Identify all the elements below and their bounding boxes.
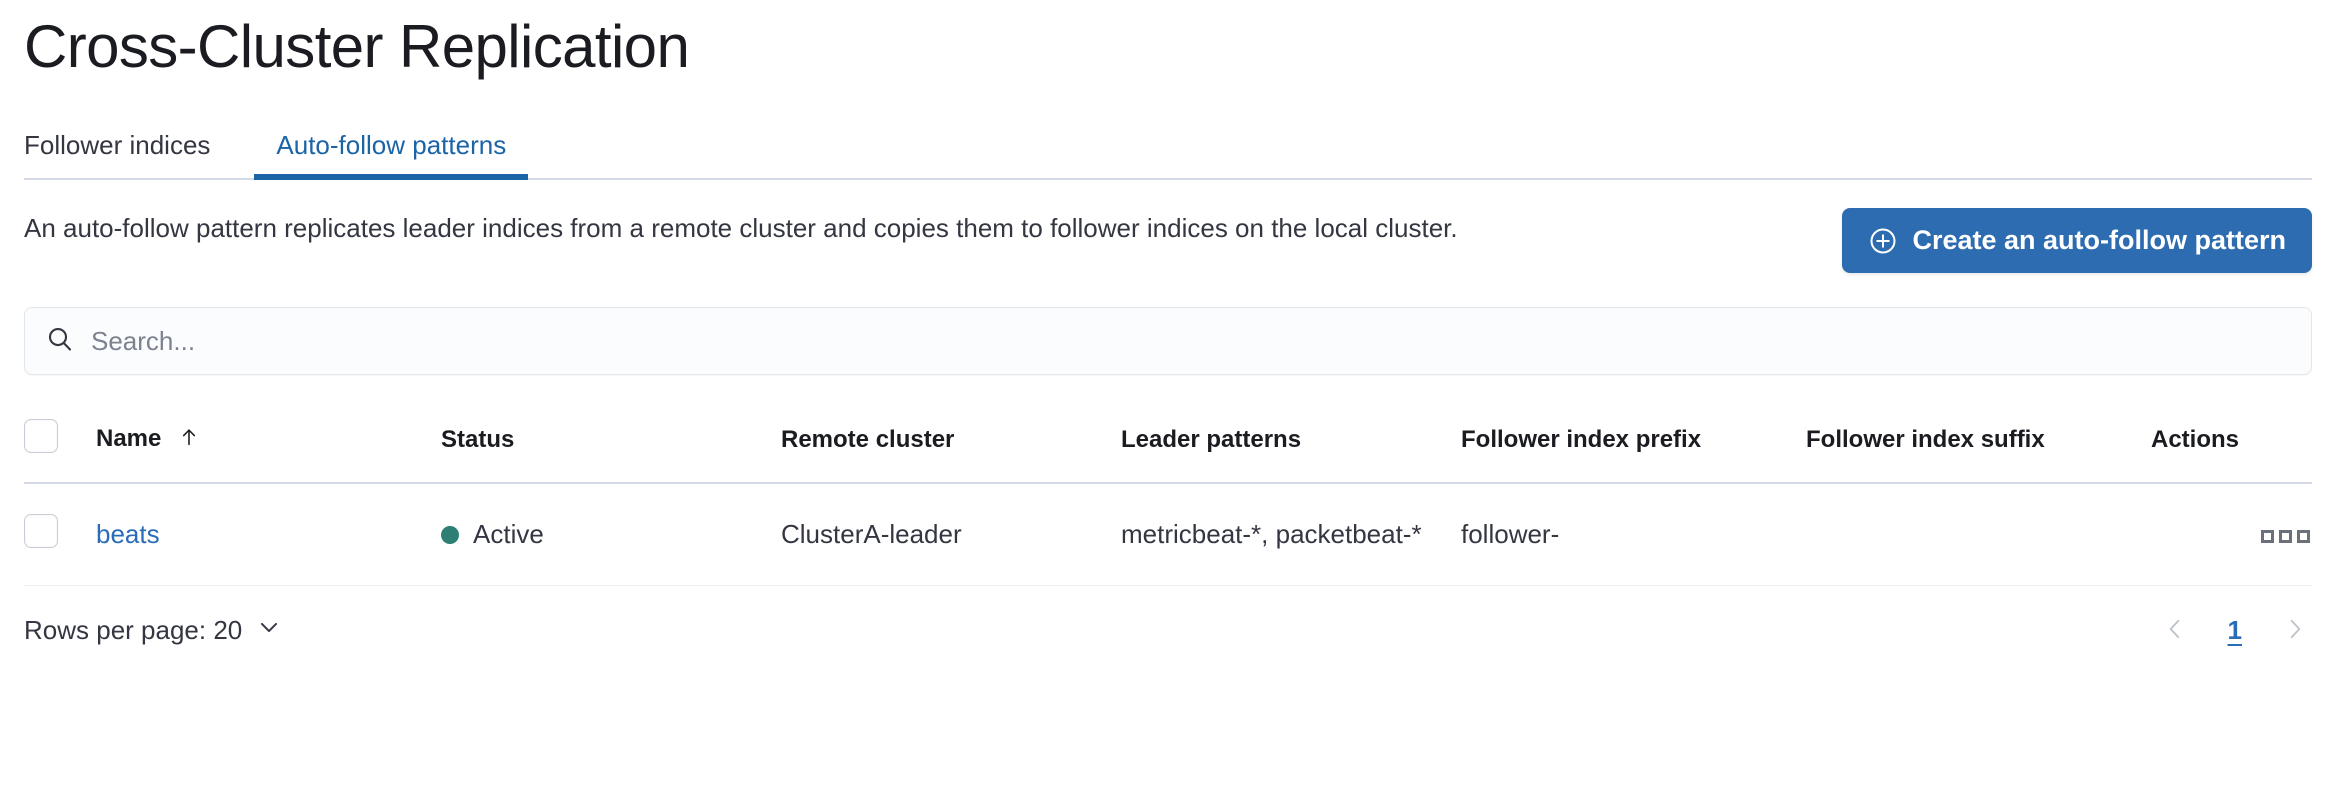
tab-auto-follow-patterns-label: Auto-follow patterns bbox=[276, 130, 507, 160]
cell-actions bbox=[2151, 483, 2312, 586]
select-all-checkbox[interactable] bbox=[24, 419, 58, 453]
row-select-cell bbox=[24, 483, 96, 586]
cell-follower-index-suffix bbox=[1806, 483, 2151, 586]
table-row: beats Active ClusterA-leader metricbeat-… bbox=[24, 483, 2312, 586]
status-label: Active bbox=[473, 519, 544, 549]
more-actions-icon[interactable] bbox=[2259, 518, 2312, 552]
tab-bar: Follower indices Auto-follow patterns bbox=[24, 114, 2312, 180]
page-title: Cross-Cluster Replication bbox=[24, 13, 690, 80]
search-icon bbox=[45, 324, 75, 359]
search-bar[interactable] bbox=[24, 307, 2312, 375]
row-select-checkbox[interactable] bbox=[24, 514, 58, 548]
chevron-right-icon bbox=[2282, 616, 2308, 645]
tab-follower-indices-label: Follower indices bbox=[24, 130, 211, 160]
table-footer: Rows per page: 20 1 bbox=[24, 610, 2312, 651]
cell-status: Active bbox=[441, 483, 781, 586]
rows-per-page-selector[interactable]: Rows per page: 20 bbox=[24, 610, 282, 651]
table-body: beats Active ClusterA-leader metricbeat-… bbox=[24, 483, 2312, 586]
status-badge: Active bbox=[441, 519, 781, 550]
table-header: Name Status Remote cluster Leader patter… bbox=[24, 403, 2312, 484]
column-header-follower-index-prefix[interactable]: Follower index prefix bbox=[1461, 403, 1806, 484]
chevron-left-icon bbox=[2162, 616, 2188, 645]
cell-follower-index-prefix: follower- bbox=[1461, 483, 1806, 586]
tab-follower-indices[interactable]: Follower indices bbox=[24, 132, 232, 178]
column-header-follower-index-suffix[interactable]: Follower index suffix bbox=[1806, 403, 2151, 484]
column-header-remote-cluster[interactable]: Remote cluster bbox=[781, 403, 1121, 484]
cell-name: beats bbox=[96, 483, 441, 586]
intro-description: An auto-follow pattern replicates leader… bbox=[24, 213, 1458, 243]
tab-auto-follow-patterns[interactable]: Auto-follow patterns bbox=[254, 130, 529, 180]
column-header-name-label: Name bbox=[96, 424, 162, 452]
column-header-status[interactable]: Status bbox=[441, 403, 781, 484]
search-input[interactable] bbox=[91, 308, 2291, 374]
intro-section: An auto-follow pattern replicates leader… bbox=[24, 208, 2312, 273]
pagination-page-1[interactable]: 1 bbox=[2222, 613, 2248, 648]
create-auto-follow-pattern-button[interactable]: Create an auto-follow pattern bbox=[1842, 208, 2312, 273]
chevron-down-icon bbox=[256, 614, 282, 647]
plus-in-circle-icon bbox=[1868, 226, 1898, 256]
pagination-previous-button[interactable] bbox=[2158, 612, 2192, 649]
arrow-up-icon bbox=[178, 426, 200, 455]
pagination-next-button[interactable] bbox=[2278, 612, 2312, 649]
select-all-header bbox=[24, 403, 96, 484]
rows-per-page-label: Rows per page: 20 bbox=[24, 615, 243, 645]
status-dot-icon bbox=[441, 525, 459, 544]
table-header-row: Name Status Remote cluster Leader patter… bbox=[24, 403, 2312, 484]
create-button-label: Create an auto-follow pattern bbox=[1912, 225, 2286, 255]
column-header-name[interactable]: Name bbox=[96, 403, 441, 484]
column-header-actions: Actions bbox=[2151, 403, 2312, 484]
pagination: 1 bbox=[2158, 612, 2312, 649]
auto-follow-pattern-link[interactable]: beats bbox=[96, 519, 160, 549]
auto-follow-patterns-table: Name Status Remote cluster Leader patter… bbox=[24, 403, 2312, 586]
cell-remote-cluster: ClusterA-leader bbox=[781, 483, 1121, 586]
column-header-leader-patterns[interactable]: Leader patterns bbox=[1121, 403, 1461, 484]
cell-leader-patterns: metricbeat-*, packetbeat-* bbox=[1121, 483, 1461, 586]
